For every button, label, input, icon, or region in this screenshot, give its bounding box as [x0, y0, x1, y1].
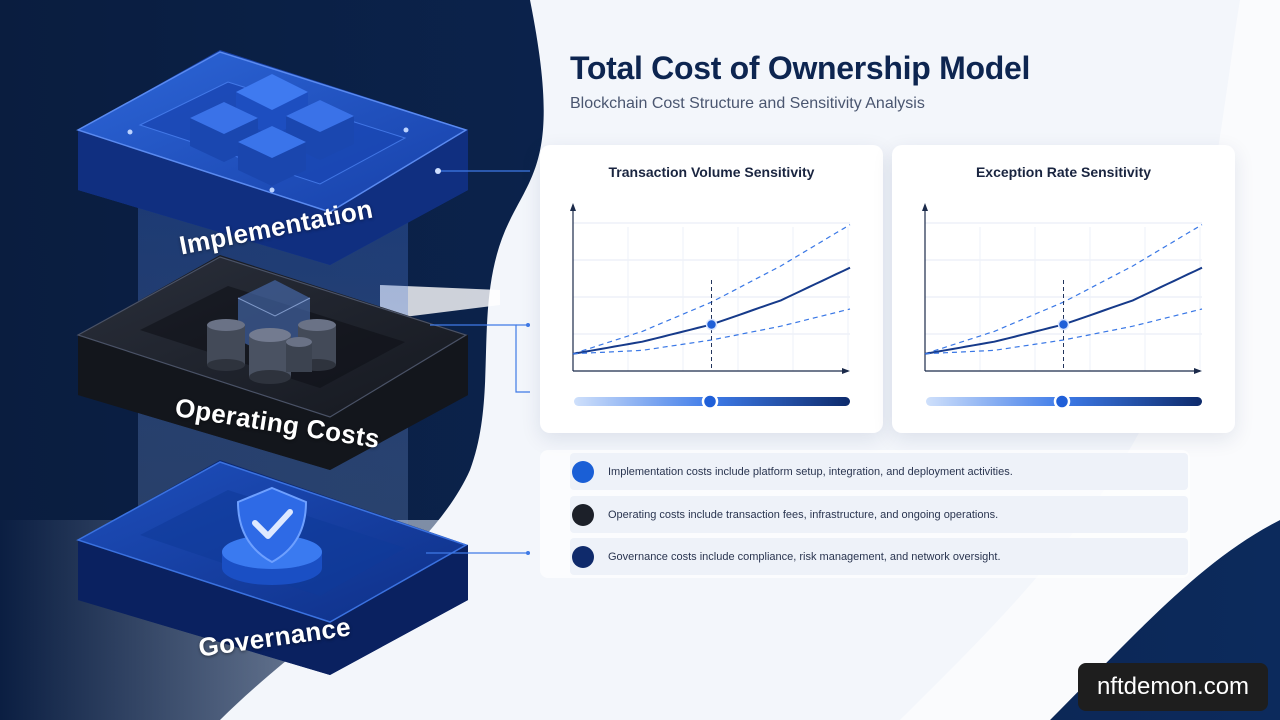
marker-point	[1057, 318, 1070, 331]
legend-dot-icon	[572, 503, 594, 526]
slider-knob	[1053, 393, 1071, 410]
legend-text: Operating costs include transaction fees…	[608, 508, 999, 521]
x-axis-arrow-icon	[842, 368, 850, 374]
chart-plot	[570, 203, 851, 410]
watermark: nftdemon.com	[1078, 663, 1268, 711]
governance-layer	[76, 460, 468, 675]
chart-plot	[922, 203, 1203, 410]
coin-stack-icon	[207, 280, 336, 384]
y-axis-arrow-icon	[922, 203, 928, 211]
legend-item-operating: Operating costs include transaction fees…	[570, 496, 1188, 533]
operating-costs-layer	[76, 255, 468, 470]
cubes-icon	[190, 74, 354, 186]
legend-dot-icon	[572, 545, 594, 568]
y-axis-arrow-icon	[570, 203, 576, 211]
page-subtitle: Blockchain Cost Structure and Sensitivit…	[570, 95, 925, 112]
legend-item-implementation: Implementation costs include platform se…	[570, 453, 1188, 490]
legend-text: Governance costs include compliance, ris…	[608, 550, 1001, 563]
marker-point	[705, 318, 718, 331]
chart-title: Exception Rate Sensitivity	[975, 164, 1152, 180]
x-axis-arrow-icon	[1194, 368, 1202, 374]
chart-title: Transaction Volume Sensitivity	[608, 164, 815, 180]
legend-item-governance: Governance costs include compliance, ris…	[570, 538, 1188, 575]
slider-knob	[701, 393, 719, 410]
chart-card-exception-rate: Exception Rate Sensitivity	[892, 145, 1235, 433]
chart-card-transaction-volume: Transaction Volume Sensitivity	[540, 145, 883, 433]
page-title: Total Cost of Ownership Model	[570, 50, 1031, 86]
legend-dot-icon	[572, 460, 594, 483]
connector-lines	[426, 170, 530, 554]
shield-check-icon	[222, 486, 322, 585]
legend-text: Implementation costs include platform se…	[608, 465, 1013, 478]
implementation-layer	[76, 50, 468, 265]
